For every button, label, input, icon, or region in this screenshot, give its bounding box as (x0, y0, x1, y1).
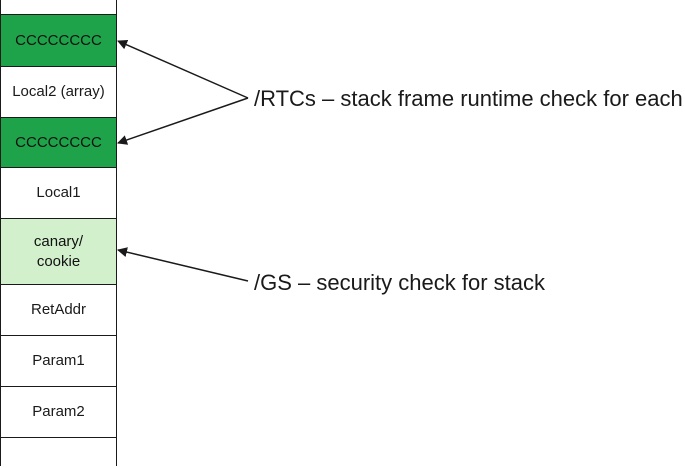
rtc-arrow-upper (117, 40, 249, 99)
stack-cell-top (1, 0, 116, 15)
stack-cell-bottom (1, 438, 116, 468)
stack-cell-rtc-guard-upper: CCCCCCCC (1, 15, 116, 67)
stack-frame: CCCCCCCC Local2 (array) CCCCCCCC Local1 … (0, 0, 117, 468)
gs-annotation: /GS – security check for stack (254, 270, 545, 295)
rtc-annotation: /RTCs – stack frame runtime check for ea… (254, 86, 683, 111)
stack-cell-retaddr: RetAddr (1, 285, 116, 336)
rtc-arrow-lower (117, 97, 249, 145)
stack-cell-param2: Param2 (1, 387, 116, 438)
stack-cell-canary: canary/ cookie (1, 219, 116, 285)
gs-arrow (117, 247, 249, 282)
stack-cell-local2: Local2 (array) (1, 67, 116, 118)
stack-cell-param1: Param1 (1, 336, 116, 387)
stack-cell-local1: Local1 (1, 168, 116, 219)
stack-cell-rtc-guard-lower: CCCCCCCC (1, 118, 116, 168)
